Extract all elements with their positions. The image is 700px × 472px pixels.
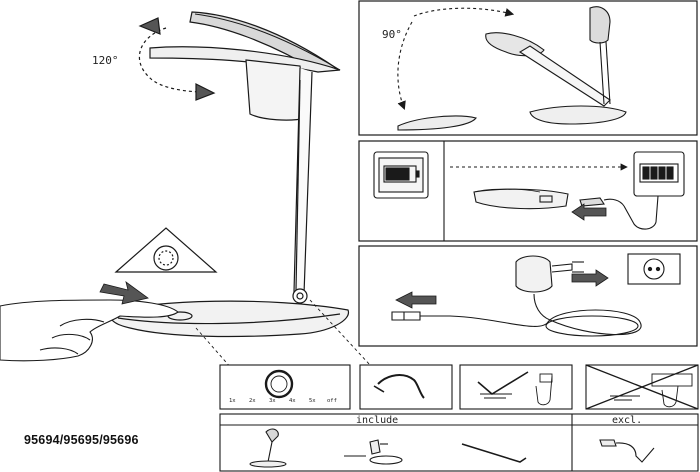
touch-sensor-callout bbox=[114, 227, 218, 273]
touch-level-5: 5x bbox=[309, 398, 316, 404]
touch-arrow-icon bbox=[99, 281, 149, 305]
model-numbers: 95694/95695/95696 bbox=[24, 433, 139, 447]
rotation-angle-label: 120° bbox=[92, 54, 119, 67]
included-usb-cable-icon bbox=[461, 443, 527, 463]
rotation-arrow-top-icon bbox=[138, 17, 161, 35]
no-icon bbox=[661, 385, 679, 408]
tilt-angle-label: 90° bbox=[382, 28, 402, 41]
panel-tilt: 90° bbox=[358, 0, 698, 136]
panel-cable-detail bbox=[359, 364, 453, 410]
touch-level-off: off bbox=[327, 398, 337, 404]
include-label: include bbox=[356, 415, 398, 426]
charging-lamp-head bbox=[473, 188, 541, 193]
touch-level-3: 3x bbox=[269, 398, 276, 404]
rotation-arrow-right-icon bbox=[195, 83, 216, 101]
usb-port-view bbox=[473, 188, 625, 210]
panel-adapter bbox=[358, 245, 698, 347]
tilt-lamp-base bbox=[529, 105, 627, 125]
lamp-shade bbox=[245, 59, 307, 121]
plug-left-arrow-icon bbox=[395, 291, 437, 309]
package-contents: include excl. bbox=[219, 413, 699, 472]
usb-plug-arrow-icon bbox=[571, 203, 607, 221]
phone-charging-icon bbox=[623, 151, 685, 230]
touch-level-labels: 1x 2x 3x 4x 5x off bbox=[229, 398, 337, 404]
panel-touch-levels: 1x 2x 3x 4x 5x off bbox=[219, 364, 351, 410]
hand-illustration bbox=[0, 299, 179, 362]
panel-charging bbox=[358, 140, 698, 242]
panel-correct-use bbox=[459, 364, 573, 410]
power-adapter bbox=[515, 255, 553, 293]
plug-in-arrow-icon bbox=[571, 269, 609, 287]
included-lamp-icon bbox=[265, 428, 279, 443]
main-lamp-view bbox=[109, 11, 349, 338]
panel-prohibited-use bbox=[585, 364, 699, 410]
rotation-indicator bbox=[138, 17, 216, 101]
touch-level-4: 4x bbox=[289, 398, 296, 404]
touch-level-1: 1x bbox=[229, 398, 236, 404]
excluded-charger-icon bbox=[599, 439, 617, 447]
included-adapter-icon bbox=[369, 439, 381, 455]
tablet-battery-icon bbox=[373, 151, 429, 199]
excl-label: excl. bbox=[612, 415, 642, 426]
touch-level-2: 2x bbox=[249, 398, 256, 404]
